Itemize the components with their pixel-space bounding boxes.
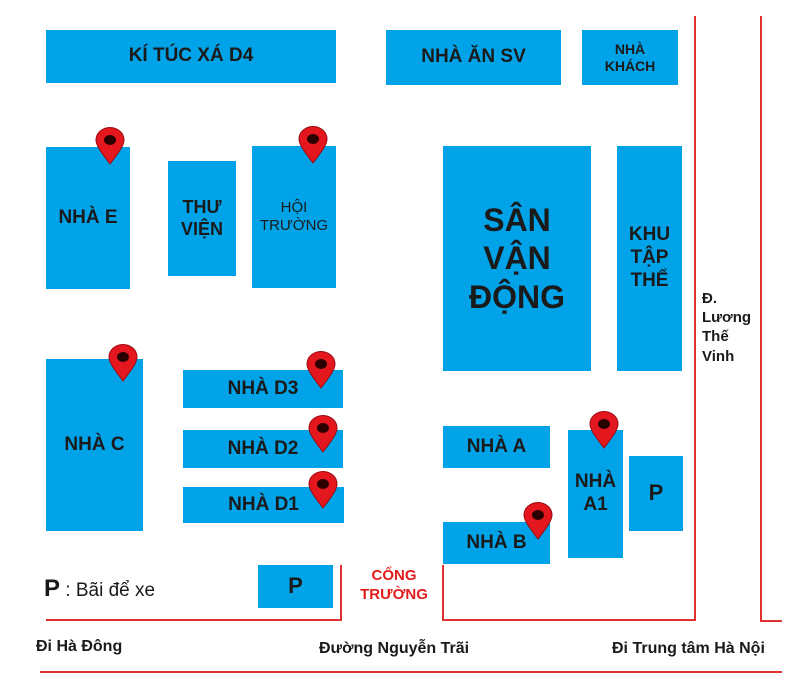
building-ktx-d4[interactable]: KÍ TÚC XÁ D4 — [46, 30, 336, 83]
map-pin-icon[interactable] — [306, 471, 340, 509]
school-gate-label: CỔNG TRƯỜNG — [360, 567, 428, 603]
building-hoi-truong[interactable]: HỘI TRƯỜNG — [252, 146, 336, 288]
campus-boundary-south-west — [46, 619, 341, 621]
map-pin-icon[interactable] — [93, 127, 127, 165]
road-label-nguyen-trai: Đường Nguyễn Trãi — [319, 640, 470, 657]
parking-lot-gate[interactable]: P — [258, 565, 333, 608]
legend-text: : Bãi để xe — [60, 580, 156, 601]
legend-symbol: P — [44, 575, 61, 602]
map-pin-icon[interactable] — [587, 411, 621, 449]
building-thu-vien[interactable]: THƯ VIỆN — [168, 161, 236, 276]
building-nha-a1[interactable]: NHÀ A1 — [568, 430, 623, 558]
campus-boundary-gate-right — [442, 565, 444, 621]
road-nguyen-trai-line — [40, 671, 782, 673]
campus-boundary-south-east — [442, 619, 696, 621]
building-nha-khach[interactable]: NHÀ KHÁCH — [582, 30, 678, 85]
legend: P : Bãi để xe — [44, 575, 155, 603]
road-label-luong-the-vinh: Đ. Lương Thế Vinh — [702, 290, 752, 365]
parking-lot-east[interactable]: P — [629, 456, 683, 531]
building-nha-c[interactable]: NHÀ C — [46, 359, 143, 531]
building-san-van-dong[interactable]: SÂN VẬN ĐỘNG — [443, 146, 591, 371]
map-pin-icon[interactable] — [521, 502, 555, 540]
road-label-di-trung-tam-ha-noi: Đi Trung tâm Hà Nội — [612, 640, 765, 657]
road-luong-the-vinh-line — [760, 16, 762, 622]
map-pin-icon[interactable] — [296, 126, 330, 164]
building-nha-an-sv[interactable]: NHÀ ĂN SV — [386, 30, 561, 85]
building-nha-e[interactable]: NHÀ E — [46, 147, 130, 289]
map-pin-icon[interactable] — [306, 415, 340, 453]
map-pin-icon[interactable] — [304, 351, 338, 389]
map-pin-icon[interactable] — [106, 344, 140, 382]
road-label-di-ha-dong: Đi Hà Đông — [36, 638, 123, 655]
campus-boundary-east — [694, 16, 696, 621]
building-khu-tap-the[interactable]: KHU TẬP THỂ — [617, 146, 682, 371]
building-nha-d1[interactable]: NHÀ D1 — [183, 487, 344, 523]
campus-boundary-gate-left — [340, 565, 342, 621]
road-luong-the-vinh-corner — [760, 620, 782, 622]
building-nha-a[interactable]: NHÀ A — [443, 426, 550, 468]
